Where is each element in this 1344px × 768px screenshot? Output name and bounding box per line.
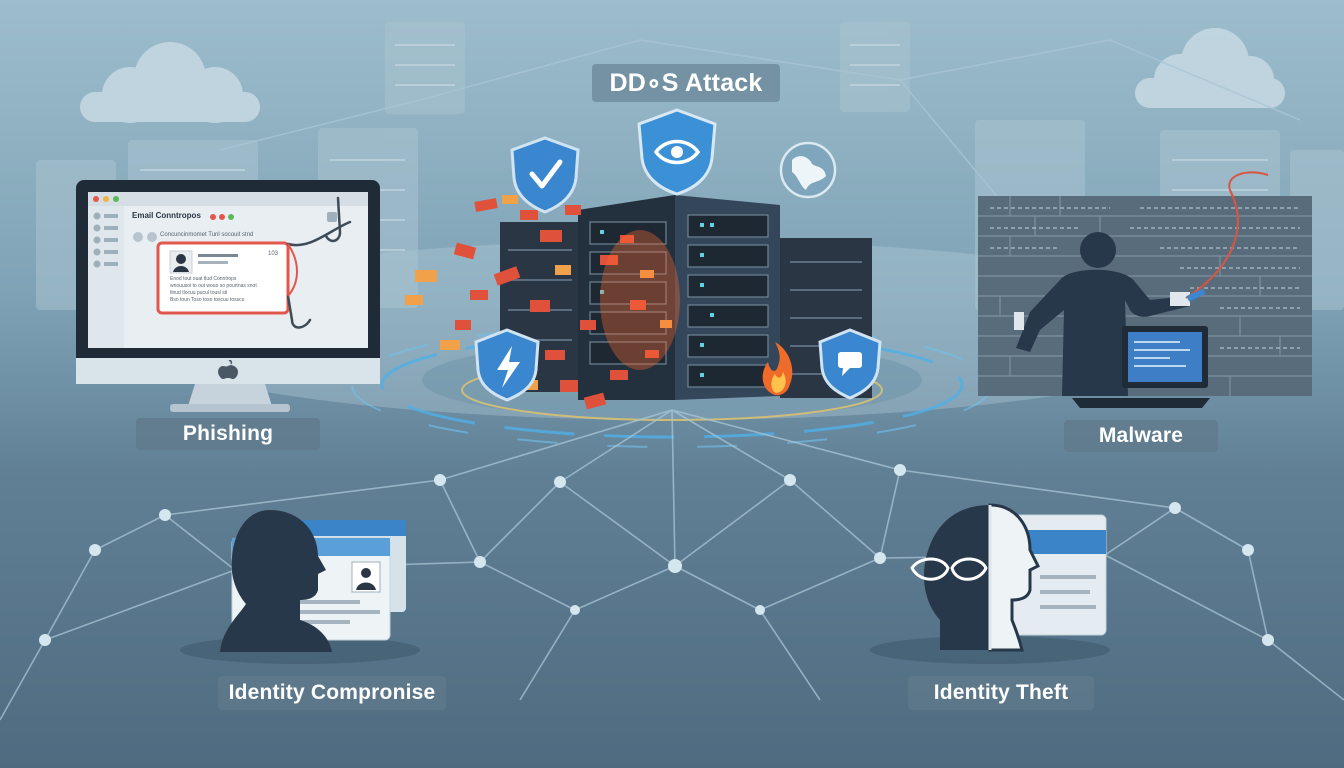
identity-theft-label: Identity Theft (908, 676, 1094, 710)
network-node (39, 464, 1274, 646)
email-window-title: Email Conntropos (132, 211, 201, 220)
cloud-right-icon (1135, 28, 1285, 108)
phishing-label: Phishing (136, 418, 320, 450)
malware-label: Malware (1064, 420, 1218, 452)
check-shield-icon (510, 136, 580, 214)
person-silhouette (220, 510, 332, 652)
email-body-line: Enod tout ouat tlud Conntrops (170, 276, 237, 282)
fishhook-icon (286, 196, 352, 329)
email-body-line: Bso toun Toso toso toscuu tosscu (170, 297, 245, 303)
attack-packets (405, 195, 680, 410)
eye-shield-icon (637, 108, 717, 196)
apple-logo-icon (218, 360, 238, 379)
globe-icon (779, 141, 837, 199)
lightning-shield-icon (474, 328, 540, 402)
cloud-left-icon (80, 42, 260, 123)
hacker-silhouette (1016, 232, 1190, 396)
email-body: Enod tout ouat tlud Conntrops wnouusoi t… (170, 276, 282, 304)
email-subject: Concuncinmomet Tunl socouit stnd (160, 232, 254, 238)
email-body-line: tlnud tlocuu pucul tousl sti (170, 290, 228, 296)
hacker-laptop (1072, 326, 1210, 408)
ddos-attack-label: DD∘S Attack (592, 64, 780, 102)
email-body-line: wnouusoi to out wouo so pourtnas snot (170, 283, 257, 289)
chat-shield-icon (818, 328, 882, 400)
identity-compromise-label: Identity Compronise (218, 676, 446, 710)
fire-icon (762, 342, 793, 396)
mask-icon (910, 557, 988, 581)
email-time: 103 (268, 251, 279, 257)
